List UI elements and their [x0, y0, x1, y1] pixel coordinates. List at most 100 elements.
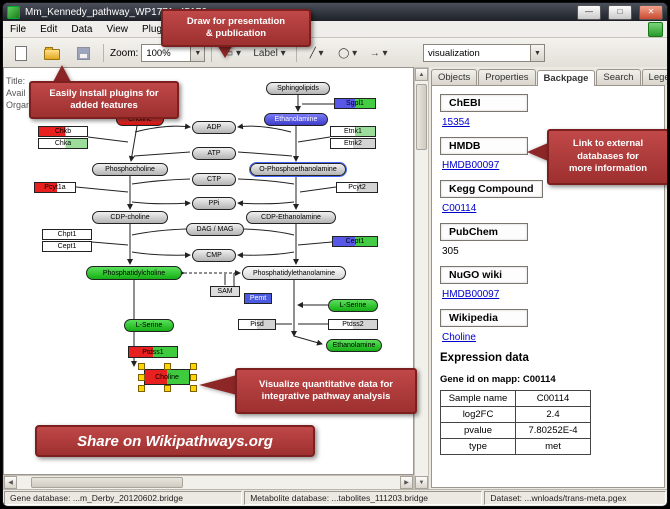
share-banner: Share on Wikipathways.org — [35, 425, 315, 457]
node-ctp[interactable]: CTP — [192, 173, 236, 186]
node-cdp-choline[interactable]: CDP-choline — [92, 211, 168, 224]
hmdb-link[interactable]: HMDB00097 — [442, 160, 500, 171]
node-o-phosphoethanolamine[interactable]: O-Phosphoethanolamine — [250, 163, 346, 176]
callout-external-databases: Link to external databases for more info… — [547, 129, 667, 185]
label-tool-button[interactable]: Label ▾ — [253, 47, 286, 59]
table-row: type met — [440, 438, 591, 455]
pathway-drawing: Sphingolipids Sgpl1 Choline Ethanolamine… — [4, 72, 413, 472]
tab-legend[interactable]: Legend — [641, 69, 667, 85]
shape-tool-button[interactable]: ◯ ▾ — [338, 47, 358, 59]
new-file-button[interactable] — [7, 42, 35, 64]
close-button[interactable]: ✕ — [639, 4, 663, 20]
toolbar: Zoom: 100% ▼ ▭ ▾ Label ▾ ╱ ▾ ◯ ▾ → ▾ vis… — [3, 38, 667, 69]
node-etnk1[interactable]: Etnk1 — [330, 126, 376, 137]
chebi-link[interactable]: 15354 — [442, 117, 470, 128]
menu-data[interactable]: Data — [71, 23, 93, 35]
menu-plugins[interactable]: Plugins — [141, 23, 175, 35]
node-choline-selected[interactable]: Choline — [144, 369, 190, 385]
title-bar: Mm_Kennedy_pathway_WP1771_45176.gp... — … — [3, 3, 667, 21]
pathway-organism-label: Organ — [6, 100, 32, 110]
zoom-value: 100% — [146, 47, 171, 59]
callout-draw-presentation: Draw for presentation & publication — [161, 9, 311, 47]
callout-pointer-left — [527, 143, 548, 161]
node-phosphocholine[interactable]: Phosphocholine — [92, 163, 168, 176]
pathway-title-label: Title: — [6, 76, 26, 86]
node-sphingolipids[interactable]: Sphingolipids — [266, 82, 330, 95]
tab-properties[interactable]: Properties — [478, 69, 536, 85]
save-button[interactable] — [69, 42, 97, 64]
scroll-down-icon[interactable]: ▼ — [415, 476, 428, 489]
visualization-select[interactable]: visualization ▼ — [423, 44, 545, 62]
tab-search[interactable]: Search — [596, 69, 641, 85]
node-chkb[interactable]: Chkb — [38, 126, 88, 137]
scrollbar-thumb[interactable] — [416, 84, 427, 150]
node-pisd[interactable]: Pisd — [238, 319, 276, 330]
node-chpt1[interactable]: Chpt1 — [42, 229, 92, 240]
line-tool-button[interactable]: ╱ ▾ — [309, 47, 324, 59]
tab-backpage[interactable]: Backpage — [536, 70, 596, 86]
open-button[interactable] — [38, 42, 66, 64]
node-pcyt2[interactable]: Pcyt2 — [336, 182, 378, 193]
wikipedia-link[interactable]: Choline — [442, 332, 476, 343]
node-etnk2[interactable]: Etnk2 — [330, 138, 376, 149]
node-ppi[interactable]: PPi — [192, 197, 236, 210]
callout-pointer-up — [53, 65, 71, 82]
minimize-button[interactable]: — — [577, 4, 601, 20]
section-header-nugo: NuGO wiki — [440, 266, 528, 284]
node-ethanolamine-bottom[interactable]: Ethanolamine — [326, 339, 382, 352]
connector-tool-button[interactable]: → ▾ — [369, 47, 388, 59]
visualization-value: visualization — [428, 47, 480, 59]
table-cell: 7.80252E-4 — [515, 422, 591, 439]
node-ptdss1[interactable]: Ptdss1 — [128, 346, 178, 358]
node-sam[interactable]: SAM — [210, 286, 240, 297]
zoom-select[interactable]: 100% ▼ — [141, 44, 206, 62]
gene-id-line: Gene id on mapp: C00114 — [440, 374, 556, 385]
node-adp[interactable]: ADP — [192, 121, 236, 134]
node-cept1-left[interactable]: Cept1 — [42, 241, 92, 252]
maximize-button[interactable]: □ — [608, 4, 632, 20]
table-cell: Sample name — [440, 390, 516, 407]
node-pemt[interactable]: Pemt — [244, 293, 272, 304]
node-ethanolamine-top[interactable]: Ethanolamine — [264, 113, 328, 126]
open-folder-icon — [44, 47, 60, 60]
node-cept1-right[interactable]: Cept1 — [332, 236, 378, 247]
vertical-scrollbar[interactable]: ▲ ▼ — [414, 67, 429, 490]
menu-file[interactable]: File — [10, 23, 27, 35]
node-dag-mag[interactable]: DAG / MAG — [186, 223, 244, 236]
node-l-serine-right[interactable]: L-Serine — [328, 299, 378, 312]
horizontal-scrollbar[interactable]: ◀ ▶ — [3, 475, 414, 490]
table-cell: C00114 — [515, 390, 591, 407]
save-disk-icon — [76, 46, 90, 60]
tab-objects[interactable]: Objects — [431, 69, 478, 85]
section-header-hmdb: HMDB — [440, 137, 528, 155]
scroll-right-icon[interactable]: ▶ — [400, 476, 413, 489]
scroll-up-icon[interactable]: ▲ — [415, 68, 428, 81]
kegg-link[interactable]: C00114 — [442, 203, 477, 214]
node-chka[interactable]: Chka — [38, 138, 88, 149]
menu-bar: File Edit Data View Plugins Help — [3, 21, 667, 38]
menu-edit[interactable]: Edit — [40, 23, 58, 35]
toolbar-separator — [295, 44, 297, 62]
pathway-connectors — [75, 95, 337, 367]
table-cell: type — [440, 438, 516, 455]
node-ptdss2[interactable]: Ptdss2 — [328, 319, 378, 330]
table-row: log2FC 2.4 — [440, 406, 591, 423]
scroll-left-icon[interactable]: ◀ — [4, 476, 17, 489]
section-header-pubchem: PubChem — [440, 223, 528, 241]
node-atp[interactable]: ATP — [192, 147, 236, 160]
menu-view[interactable]: View — [106, 23, 128, 35]
node-phosphatidylethanolamine[interactable]: Phosphatidylethanolamine — [242, 266, 346, 280]
callout-visualize-data: Visualize quantitative data for integrat… — [235, 368, 417, 414]
scrollbar-thumb[interactable] — [31, 477, 183, 488]
plugin-icon[interactable] — [648, 21, 663, 37]
toolbar-separator — [211, 44, 213, 62]
node-l-serine-left[interactable]: L-Serine — [124, 319, 174, 332]
node-cdp-ethanolamine[interactable]: CDP-Ethanolamine — [246, 211, 336, 224]
node-pcyt1a[interactable]: Pcyt1a — [34, 182, 76, 193]
nugo-link[interactable]: HMDB00097 — [442, 289, 500, 300]
table-cell: 2.4 — [515, 406, 591, 423]
node-cmp[interactable]: CMP — [192, 249, 236, 262]
node-phosphatidylcholine[interactable]: Phosphatidylcholine — [86, 266, 182, 280]
node-sgpl1[interactable]: Sgpl1 — [334, 98, 376, 109]
table-cell: log2FC — [440, 406, 516, 423]
